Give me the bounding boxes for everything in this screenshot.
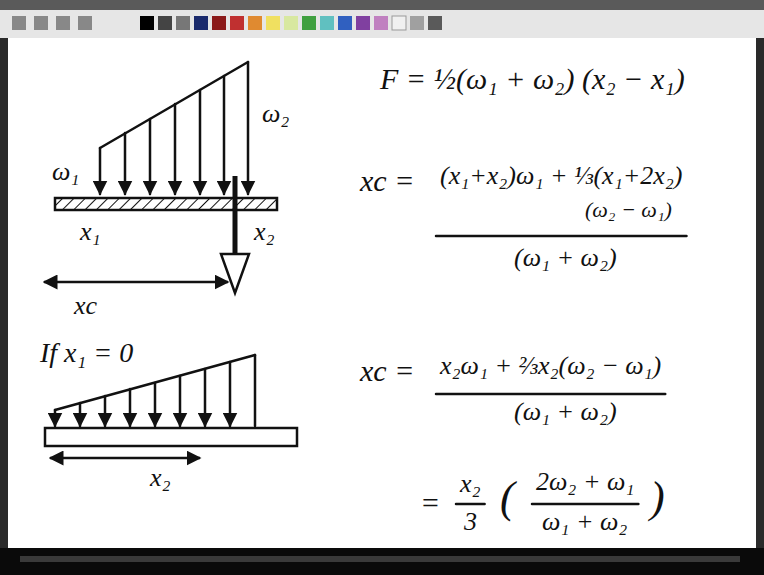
progress-strip (20, 556, 740, 562)
resultant-force-arrow (221, 176, 249, 293)
trapezoid-load (55, 62, 277, 210)
position-label: x₁ (80, 218, 101, 247)
centroid-dimension (44, 281, 228, 284)
lower-beam (45, 428, 297, 446)
fraction-bar (532, 503, 638, 506)
centroid-equation: xc = (360, 354, 414, 387)
numerator-term: (ω₂ − ω₁) (585, 198, 672, 222)
toolbar-icons (12, 16, 442, 30)
denominator-term: 3 (464, 508, 477, 537)
load-intensity: ω₁ (52, 158, 79, 187)
parenthesis: ( (500, 474, 515, 522)
equals-sign: = (420, 486, 440, 519)
centroid-equation: xc = (360, 164, 414, 197)
centroid-label: xc (74, 292, 97, 321)
position-label: x₂ (254, 218, 275, 247)
load-intensity: ω₂ (262, 100, 289, 129)
denominator-term: ω₁ + ω₂ (542, 508, 627, 537)
fraction-bar (436, 235, 686, 238)
hatched-beam (55, 198, 277, 210)
length-label: x₂ (150, 464, 171, 493)
fraction-bar (456, 503, 485, 506)
force-equation: F = ½(ω₁ + ω₂) (x₂ − x₁) (380, 62, 685, 95)
numerator-term: x₂ω₁ + ⅔x₂(ω₂ − ω₁) (440, 352, 661, 381)
slide-page (8, 38, 756, 548)
parenthesis: ) (650, 474, 665, 522)
numerator-term: x₂ (460, 470, 481, 499)
fraction-bar (436, 393, 665, 396)
numerator-term: (x₁+x₂)ω₁ + ⅓(x₁+2x₂) (440, 162, 682, 191)
lower-load (45, 355, 297, 446)
toolbar (0, 10, 764, 38)
title-bar (0, 0, 764, 10)
condition-text: If x₁ = 0 (40, 338, 133, 369)
denominator-term: (ω₁ + ω₂) (514, 244, 617, 273)
denominator-term: (ω₁ + ω₂) (514, 398, 617, 427)
bottom-bar (0, 548, 764, 575)
length-dimension (50, 457, 200, 460)
numerator-term: 2ω₂ + ω₁ (536, 468, 634, 497)
